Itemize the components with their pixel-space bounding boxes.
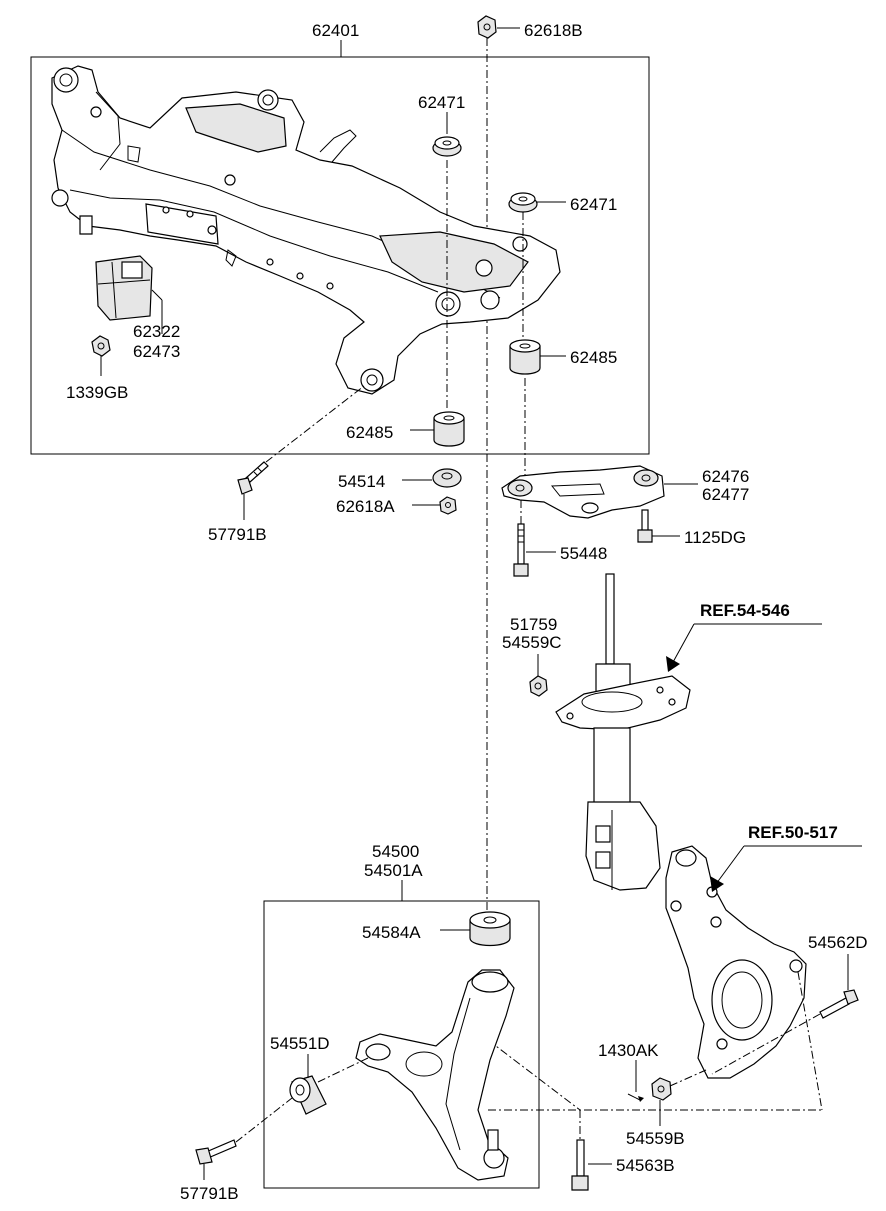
label-51759: 51759 (510, 615, 557, 634)
label-ref-54-546: REF.54-546 (700, 601, 790, 620)
nut-54559b (651, 1077, 672, 1101)
bushing-54551d (289, 1075, 327, 1115)
label-54559c: 54559C (502, 633, 562, 652)
bracket-62476 (501, 465, 665, 519)
label-62485-right: 62485 (570, 348, 617, 367)
stopper-62471-upper (432, 136, 462, 157)
bolt-57791b-lower (195, 1139, 237, 1165)
nut-62618a (439, 496, 457, 515)
bolt-55448 (513, 523, 529, 577)
label-62477: 62477 (702, 485, 749, 504)
nut-1339gb (91, 335, 111, 357)
label-62485-left: 62485 (346, 423, 393, 442)
ref-50-517-pointer (710, 845, 862, 892)
label-1339gb: 1339GB (66, 383, 128, 402)
label-54562d: 54562D (808, 933, 868, 952)
label-1125dg: 1125DG (684, 528, 746, 547)
label-62471-right: 62471 (570, 195, 617, 214)
steering-knuckle (665, 845, 807, 1079)
nut-54559c (529, 675, 548, 697)
engine-mount-bracket (95, 255, 153, 321)
bushing-54584a (469, 911, 511, 947)
label-55448: 55448 (560, 544, 607, 563)
label-62322: 62322 (133, 322, 180, 341)
washer-54514 (432, 468, 462, 488)
label-ref-50-517: REF.50-517 (748, 823, 838, 842)
bolt-1125dg (637, 509, 653, 543)
bushing-62485-right (509, 339, 541, 375)
bushing-62485-left (433, 411, 465, 447)
label-57791b-upper: 57791B (208, 525, 267, 544)
stopper-62471-right (508, 192, 538, 213)
lower-control-arm (355, 969, 515, 1181)
label-57791b-lower: 57791B (180, 1184, 239, 1203)
label-54584a: 54584A (362, 923, 421, 942)
strut-assembly (555, 573, 691, 891)
label-54551d: 54551D (270, 1034, 330, 1053)
label-62618b: 62618B (524, 21, 583, 40)
bolt-57791b-upper (237, 461, 269, 495)
label-62401: 62401 (312, 21, 359, 40)
label-54514: 54514 (338, 472, 385, 491)
bolt-54562d (819, 989, 859, 1019)
pin-1430ak (627, 1093, 644, 1102)
ref-54-546-pointer (666, 623, 822, 672)
label-1430ak: 1430AK (598, 1041, 659, 1060)
label-62618a: 62618A (336, 497, 395, 516)
label-62473: 62473 (133, 342, 180, 361)
label-54563b: 54563B (616, 1156, 675, 1175)
bolt-54563b (571, 1139, 589, 1191)
label-54501a: 54501A (364, 861, 423, 880)
label-54500: 54500 (372, 842, 419, 861)
label-62471-upper: 62471 (418, 93, 465, 112)
subframe-drawing (51, 65, 561, 395)
label-62476: 62476 (702, 467, 749, 486)
subframe-group-box (30, 56, 650, 455)
nut-62618b (477, 15, 497, 39)
label-54559b: 54559B (626, 1129, 685, 1148)
